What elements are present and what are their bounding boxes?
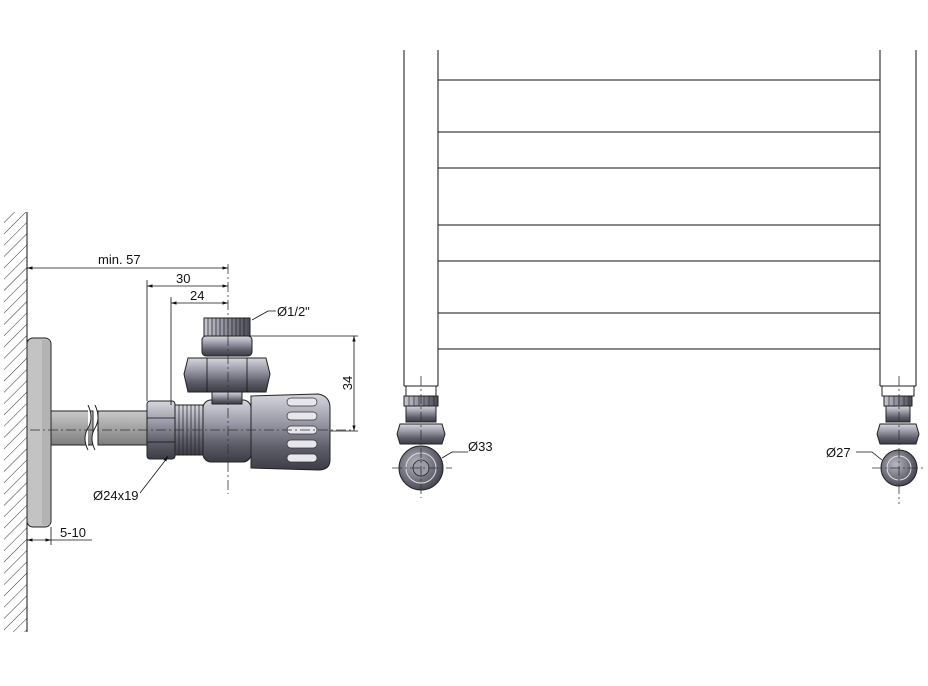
dim-34: 34 bbox=[340, 376, 355, 390]
towel-radiator bbox=[403, 50, 917, 387]
dim-24: 24 bbox=[190, 288, 204, 303]
valve-front-right bbox=[856, 376, 926, 504]
valve-front-left bbox=[392, 376, 468, 498]
wall-rosette bbox=[26, 337, 52, 528]
dim-pipe: Ø24x19 bbox=[93, 488, 139, 503]
angle-valve bbox=[146, 317, 331, 471]
dimension-lines bbox=[27, 266, 358, 545]
dim-wall-gap: 5-10 bbox=[60, 525, 86, 540]
pipe bbox=[50, 404, 149, 451]
dim-30: 30 bbox=[176, 271, 190, 286]
dim-diameter-right: Ø27 bbox=[826, 445, 851, 460]
dim-thread: Ø1/2" bbox=[277, 304, 310, 319]
dim-min-57: min. 57 bbox=[98, 252, 141, 267]
wall bbox=[4, 212, 28, 632]
dim-diameter-left: Ø33 bbox=[468, 439, 493, 454]
